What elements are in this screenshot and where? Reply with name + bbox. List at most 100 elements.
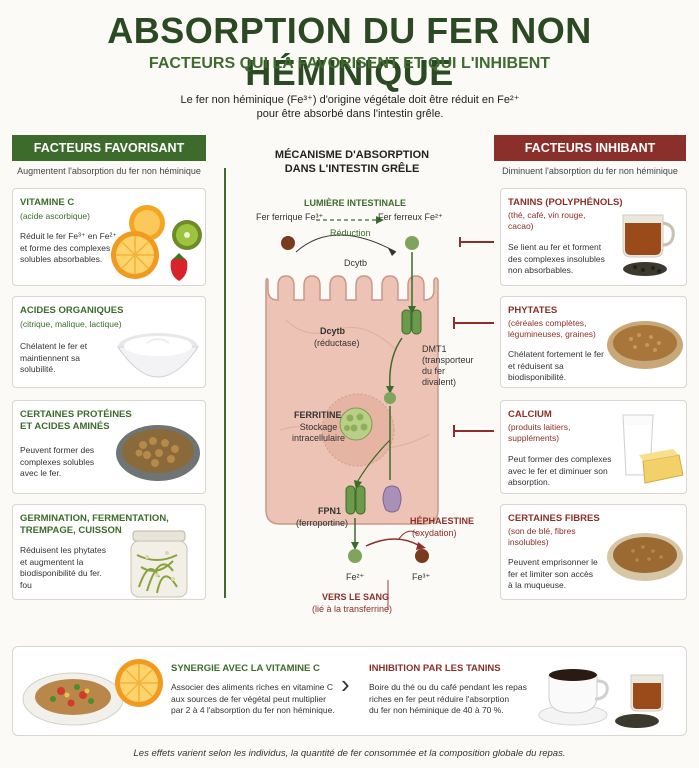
- desc-line: absorption.: [508, 477, 551, 487]
- card-subtitle: (produits laitiers, suppléments): [508, 422, 570, 444]
- card-proteines: CERTAINES PROTÉINES ET ACIDES AMINÉS Peu…: [12, 400, 206, 494]
- card-title: TANINS (POLYPHÉNOLS): [508, 197, 623, 208]
- fe3-label: Fe³⁺: [412, 572, 431, 582]
- card-title: VITAMINE C: [20, 197, 75, 208]
- desc-line: Chélatent le fer et: [20, 341, 88, 351]
- desc-line: Associer des aliments riches en vitamine…: [171, 682, 334, 692]
- transferrine-label: (lié à la transferrine): [312, 604, 393, 614]
- intro-text: Le fer non héminique (Fe³⁺) d'origine vé…: [150, 93, 550, 121]
- inhibition-title: INHIBITION PAR LES TANINS: [369, 663, 501, 674]
- card-subtitle: (thé, café, vin rouge, cacao): [508, 210, 586, 232]
- desc-line: Se lient au fer et forment: [508, 242, 602, 252]
- dmt1-line: (transporteur: [422, 355, 474, 365]
- dmt1-line: DMT1: [422, 344, 447, 354]
- favorisant-subheader: Augmentent l'absorption du fer non hémin…: [17, 166, 201, 176]
- card-vitamine-c: VITAMINE C (acide ascorbique) Réduit le …: [12, 188, 206, 286]
- stockage-line: Stockage: [299, 422, 338, 432]
- desc-line: biodisponibilité.: [508, 372, 567, 382]
- favorisant-header: FACTEURS FAVORISANT: [12, 135, 206, 161]
- fe2-label: Fe²⁺: [346, 572, 365, 582]
- desc-line: Réduisent les phytates: [20, 545, 106, 555]
- inhibant-subheader: Diminuent l'absorption du fer non hémini…: [502, 166, 678, 176]
- inhibant-header: FACTEURS INHIBANT: [494, 135, 686, 161]
- absorption-mechanism-diagram: MÉCANISME D'ABSORPTION DANS L'INTESTIN G…: [226, 140, 478, 620]
- desc-line: riches en fer peut réduire l'absorption: [369, 693, 510, 704]
- synergie-title: SYNERGIE AVEC LA VITAMINE C: [171, 663, 320, 674]
- fer-ferrique-label: Fer ferrique Fe³⁺: [256, 212, 324, 222]
- summary-panel: SYNERGIE AVEC LA VITAMINE C Associer des…: [12, 646, 687, 736]
- mechanism-title: MÉCANISME D'ABSORPTION DANS L'INTESTIN G…: [226, 148, 478, 176]
- card-title: ACIDES ORGANIQUES: [20, 305, 124, 316]
- card-title: CERTAINES PROTÉINES ET ACIDES AMINÉS: [20, 409, 132, 433]
- desc-line: maintiennent sa: [20, 352, 81, 363]
- chevron-right-icon: ›: [341, 669, 350, 699]
- subtitle-line: légumineuses, graines): [508, 329, 596, 339]
- card-subtitle: (acide ascorbique): [20, 211, 90, 221]
- desc-line: complexes solubles: [20, 456, 95, 467]
- inhibition-description: Boire du thé ou du café pendant les repa…: [369, 682, 527, 717]
- intro-line: pour être absorbé dans l'intestin grêle.: [256, 108, 444, 120]
- card-calcium: CALCIUM (produits laitiers, suppléments)…: [500, 400, 687, 494]
- dmt1-label: DMT1 (transporteur du fer divalent): [422, 344, 478, 388]
- sprouts-jar-icon: [130, 530, 188, 598]
- card-germination: GERMINATION, FERMENTATION, TREMPAGE, CUI…: [12, 504, 206, 600]
- card-subtitle: (citrique, malique, lactique): [20, 319, 122, 329]
- title-line: GERMINATION, FERMENTATION,: [20, 513, 169, 524]
- card-description: Se lient au fer et forment des complexes…: [508, 242, 605, 277]
- yogurt-bowl-icon: [117, 333, 199, 378]
- desc-line: Peut former des complexes: [508, 454, 612, 464]
- card-acides-organiques: ACIDES ORGANIQUES (citrique, malique, la…: [12, 296, 206, 388]
- card-title: GERMINATION, FERMENTATION, TREMPAGE, CUI…: [20, 513, 169, 537]
- reductase-label: (réductase): [314, 338, 360, 348]
- desc-line: par 2 à 4 l'absorption du fer non hémini…: [171, 705, 335, 715]
- subtitle-line: (thé, café, vin rouge,: [508, 210, 586, 220]
- title-line: DANS L'INTESTIN GRÊLE: [284, 163, 420, 175]
- desc-line: des complexes insolubles: [508, 253, 605, 264]
- desc-line: avec le fer.: [20, 468, 62, 478]
- card-description: Réduit le fer Fe³⁺ en Fe²⁺ et forme des …: [20, 231, 117, 266]
- citrus-fruits-icon: [111, 205, 202, 281]
- tea-cup-icon: [622, 214, 675, 276]
- stockage-line: intracellulaire: [292, 433, 346, 443]
- title-line: MÉCANISME D'ABSORPTION: [274, 149, 430, 161]
- hephaestine-label: HÉPHAESTINE: [410, 516, 475, 526]
- title-line: CERTAINES PROTÉINES: [20, 409, 132, 420]
- subtitle-line: cacao): [508, 221, 534, 231]
- fer-ferreux-label: Fer ferreux Fe²⁺: [378, 212, 443, 222]
- inhibition-markers: [453, 237, 494, 437]
- ferroportine-label: (ferroportine): [296, 518, 349, 528]
- card-description: Chélatent fortement le fer et réduisent …: [508, 349, 604, 384]
- title-line: ET ACIDES AMINÉS: [20, 421, 110, 432]
- desc-line: et réduisent sa: [508, 360, 564, 371]
- card-title: PHYTATES: [508, 305, 558, 316]
- card-phytates: PHYTATES (céréales complètes, légumineus…: [500, 296, 687, 388]
- card-fibres: CERTAINES FIBRES (son de blé, fibres ins…: [500, 504, 687, 600]
- desc-line: et forme des complexes: [20, 242, 111, 253]
- desc-line: Peuvent former des: [20, 445, 95, 455]
- intro-line: Le fer non héminique (Fe³⁺) d'origine vé…: [180, 94, 520, 106]
- milk-cheese-icon: [622, 414, 684, 484]
- divider-line: [224, 168, 226, 598]
- desc-line: aux sources de fer végétal peut multipli…: [171, 693, 326, 704]
- desc-line: Chélatent fortement le fer: [508, 349, 604, 359]
- ferritine-label: FERRITINE: [294, 410, 342, 420]
- subtitle-line: suppléments): [508, 433, 560, 443]
- title-line: TREMPAGE, CUISSON: [20, 525, 122, 536]
- synergie-description: Associer des aliments riches en vitamine…: [171, 682, 335, 717]
- orange-plate-icon: [22, 659, 163, 726]
- stockage-label: Stockage intracellulaire: [292, 422, 345, 444]
- desc-line: Peuvent emprisonner le: [508, 557, 598, 567]
- subtitle-line: (céréales complètes,: [508, 318, 587, 328]
- card-description: Peut former des complexes avec le fer et…: [508, 454, 611, 489]
- card-description: Chélatent le fer et maintiennent sa solu…: [20, 341, 87, 376]
- dmt1-line: du fer divalent): [422, 366, 457, 387]
- desc-line: solubles absorbables.: [20, 254, 103, 264]
- desc-line: avec le fer et diminuer son: [508, 465, 608, 476]
- desc-line: à la muqueuse.: [508, 580, 567, 590]
- enterocyte-cell: [265, 216, 439, 610]
- card-title: CERTAINES FIBRES: [508, 513, 600, 524]
- subtitle-line: (son de blé, fibres: [508, 526, 576, 536]
- page-subtitle: FACTEURS QUI LA FAVORISENT ET QUI L'INHI…: [148, 55, 551, 72]
- bran-bowl-icon: [607, 533, 683, 581]
- desc-line: et augmentent la: [20, 556, 84, 567]
